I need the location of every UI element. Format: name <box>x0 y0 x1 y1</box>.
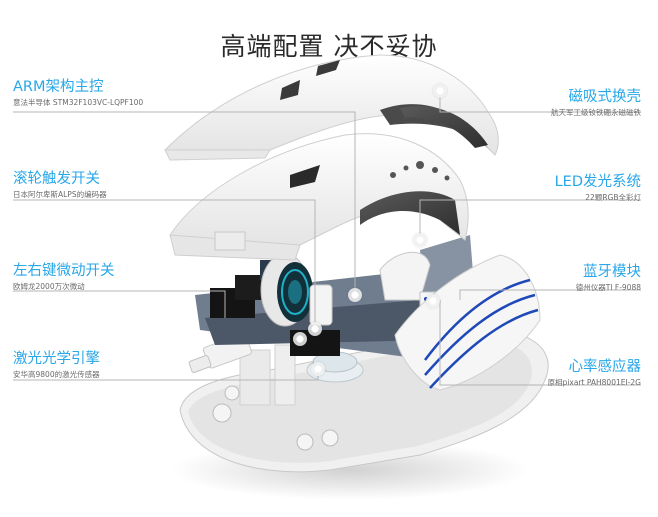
marker-dot-arm <box>348 288 362 302</box>
marker-dot-switch <box>293 332 307 346</box>
callout-scroll-switch: 滚轮触发开关 日本阿尔卑斯ALPS的编码器 <box>13 170 183 200</box>
callout-arm-controller: ARM架构主控 意法半导体 STM32F103VC-LQPF100 <box>13 78 183 108</box>
top-shell <box>164 54 499 161</box>
marker-dot-scroll <box>308 322 322 336</box>
callout-detail: 欧姆龙2000万次微动 <box>13 282 85 291</box>
callout-heading: 左右键微动开关 <box>13 263 115 279</box>
callout-heading: 磁吸式换壳 <box>568 89 642 105</box>
callout-detail: 意法半导体 STM32F103VC-LQPF100 <box>13 98 144 107</box>
callout-detail: 安华高9800的激光传感器 <box>13 370 100 379</box>
callout-led-system: LED发光系统 22颗RGB全彩灯 <box>471 173 641 203</box>
marker-dot-magnet <box>433 84 447 98</box>
marker-dot-laser <box>311 362 325 376</box>
side-grip <box>394 254 541 391</box>
callout-detail: 德州仪器TI F-9088 <box>575 283 641 292</box>
leader-led <box>419 199 641 240</box>
callout-detail: 航天军工级钕铁硼永磁磁铁 <box>551 108 641 117</box>
scroll-wheel <box>260 253 333 327</box>
callout-heart-rate-sensor: 心率感应器 原相pixart PAH8001EI-2G <box>471 358 641 388</box>
callout-heading: LED发光系统 <box>554 174 641 190</box>
callout-heading: ARM架构主控 <box>13 79 104 95</box>
callout-bluetooth-module: 蓝牙模块 德州仪器TI F-9088 <box>471 263 641 293</box>
marker-dot-bluetooth <box>426 294 440 308</box>
usb-receiver <box>188 333 253 373</box>
middle-shell <box>169 133 469 261</box>
callout-magnetic-shell: 磁吸式换壳 航天军工级钕铁硼永磁磁铁 <box>471 88 641 118</box>
leader-heart <box>439 300 641 386</box>
callout-heading: 激光光学引擎 <box>13 351 100 367</box>
leader-bluetooth <box>459 289 641 300</box>
leader-switch <box>13 290 226 318</box>
callout-heading: 滚轮触发开关 <box>13 171 100 187</box>
callout-heading: 蓝牙模块 <box>583 264 641 280</box>
callout-detail: 22颗RGB全彩灯 <box>585 193 641 202</box>
marker-dot-led <box>413 233 427 247</box>
callout-detail: 原相pixart PAH8001EI-2G <box>547 378 641 387</box>
callout-heading: 心率感应器 <box>568 359 642 375</box>
leader-scroll <box>13 199 316 330</box>
callout-detail: 日本阿尔卑斯ALPS的编码器 <box>13 190 107 199</box>
callout-laser-engine: 激光光学引擎 安华高9800的激光传感器 <box>13 350 183 380</box>
callout-micro-switch: 左右键微动开关 欧姆龙2000万次微动 <box>13 262 183 292</box>
leader-arm <box>13 111 356 295</box>
